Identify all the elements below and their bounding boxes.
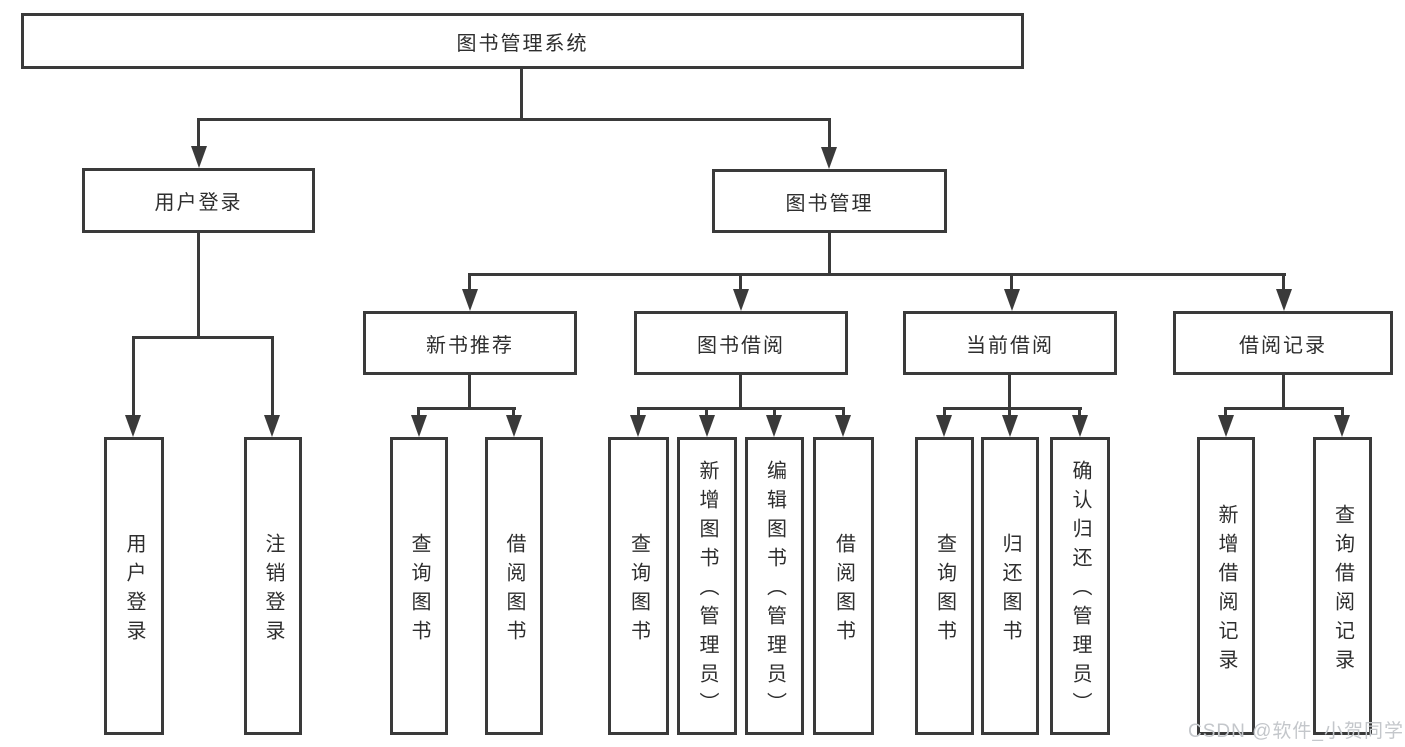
arrowhead-icon [699, 415, 715, 437]
connector-line [1010, 273, 1013, 291]
arrowhead-icon [821, 147, 837, 169]
leaf-borrow-books-newbook: 借阅图书 [485, 437, 543, 735]
node-label: 图书借阅 [697, 334, 785, 357]
connector-line [468, 273, 471, 291]
connector-line [271, 336, 274, 417]
node-label: 查询图书 [627, 532, 650, 649]
node-label: 用户登录 [123, 532, 145, 649]
node-user-login: 用户登录 [82, 168, 315, 233]
leaf-borrow-books-borrow: 借阅图书 [813, 437, 874, 735]
connector-line [739, 273, 742, 291]
connector-line [828, 233, 831, 273]
arrowhead-icon [264, 415, 280, 437]
connector-line [417, 407, 516, 410]
connector-line [1341, 407, 1344, 417]
arrowhead-icon [1004, 289, 1020, 311]
connector-line [1282, 375, 1285, 407]
arrowhead-icon [1334, 415, 1350, 437]
node-label: 图书管理系统 [456, 32, 589, 55]
leaf-query-books-current: 查询图书 [915, 437, 974, 735]
node-book-management: 图书管理 [712, 169, 947, 233]
node-borrowing-records: 借阅记录 [1173, 311, 1393, 375]
connector-line [828, 118, 831, 149]
connector-line [512, 407, 515, 417]
connector-line [637, 407, 845, 410]
arrowhead-icon [191, 146, 207, 168]
node-label: 归还图书 [999, 532, 1021, 649]
connector-line [1008, 407, 1011, 417]
connector-line [417, 407, 420, 417]
node-label: 查询借阅记录 [1331, 503, 1354, 678]
connector-line [943, 407, 946, 417]
connector-line [468, 273, 1286, 276]
connector-line [773, 407, 776, 417]
leaf-logout: 注销登录 [244, 437, 302, 735]
connector-line [132, 336, 135, 417]
leaf-query-books-newbook: 查询图书 [390, 437, 448, 735]
arrowhead-icon [766, 415, 782, 437]
leaf-add-books-admin: 新增图书（管理员） [677, 437, 737, 735]
node-label: 新增借阅记录 [1215, 503, 1237, 678]
arrowhead-icon [630, 415, 646, 437]
connector-line [1224, 407, 1344, 410]
node-label: 图书管理 [785, 192, 874, 215]
node-current-borrowing: 当前借阅 [903, 311, 1117, 375]
connector-line [1008, 375, 1011, 407]
arrowhead-icon [1072, 415, 1088, 437]
leaf-query-borrow-record: 查询借阅记录 [1313, 437, 1372, 735]
node-label: 查询图书 [408, 532, 430, 649]
arrowhead-icon [462, 289, 478, 311]
leaf-user-login: 用户登录 [104, 437, 164, 735]
node-label: 编辑图书（管理员） [763, 460, 786, 721]
node-label: 查询图书 [933, 532, 956, 649]
arrowhead-icon [1002, 415, 1018, 437]
leaf-add-borrow-record: 新增借阅记录 [1197, 437, 1255, 735]
csdn-watermark: CSDN @软件_小贺同学 [1188, 721, 1404, 742]
connector-line [1078, 407, 1081, 417]
node-book-borrowing: 图书借阅 [634, 311, 848, 375]
node-label: 新增图书（管理员） [696, 460, 718, 721]
leaf-confirm-return-admin: 确认归还（管理员） [1050, 437, 1110, 735]
node-label: 用户登录 [154, 192, 243, 214]
connector-line [197, 118, 200, 148]
connector-line [520, 69, 523, 118]
arrowhead-icon [411, 415, 427, 437]
arrowhead-icon [936, 415, 952, 437]
connector-line [1224, 407, 1227, 417]
node-label: 新书推荐 [426, 334, 514, 357]
connector-line [1282, 273, 1285, 291]
arrowhead-icon [125, 415, 141, 437]
leaf-return-books: 归还图书 [981, 437, 1039, 735]
node-label: 借阅记录 [1239, 334, 1327, 357]
connector-line [132, 336, 274, 339]
connector-line [637, 407, 640, 417]
node-label: 注销登录 [262, 532, 284, 649]
connector-line [468, 375, 471, 407]
arrowhead-icon [1218, 415, 1234, 437]
connector-line [943, 407, 1082, 410]
node-label: 借阅图书 [503, 532, 525, 649]
node-label: 当前借阅 [966, 334, 1054, 357]
leaf-edit-books-admin: 编辑图书（管理员） [745, 437, 804, 735]
arrowhead-icon [1276, 289, 1292, 311]
node-label: 借阅图书 [832, 532, 855, 649]
node-new-book-recommend: 新书推荐 [363, 311, 577, 375]
node-label: 确认归还（管理员） [1069, 460, 1091, 721]
connector-line [197, 233, 200, 336]
arrowhead-icon [506, 415, 522, 437]
arrowhead-icon [733, 289, 749, 311]
connector-line [197, 118, 831, 121]
node-library-system-root: 图书管理系统 [21, 13, 1024, 69]
connector-line [705, 407, 708, 417]
arrowhead-icon [835, 415, 851, 437]
leaf-query-books-borrow: 查询图书 [608, 437, 669, 735]
connector-line [739, 375, 742, 407]
connector-line [842, 407, 845, 417]
